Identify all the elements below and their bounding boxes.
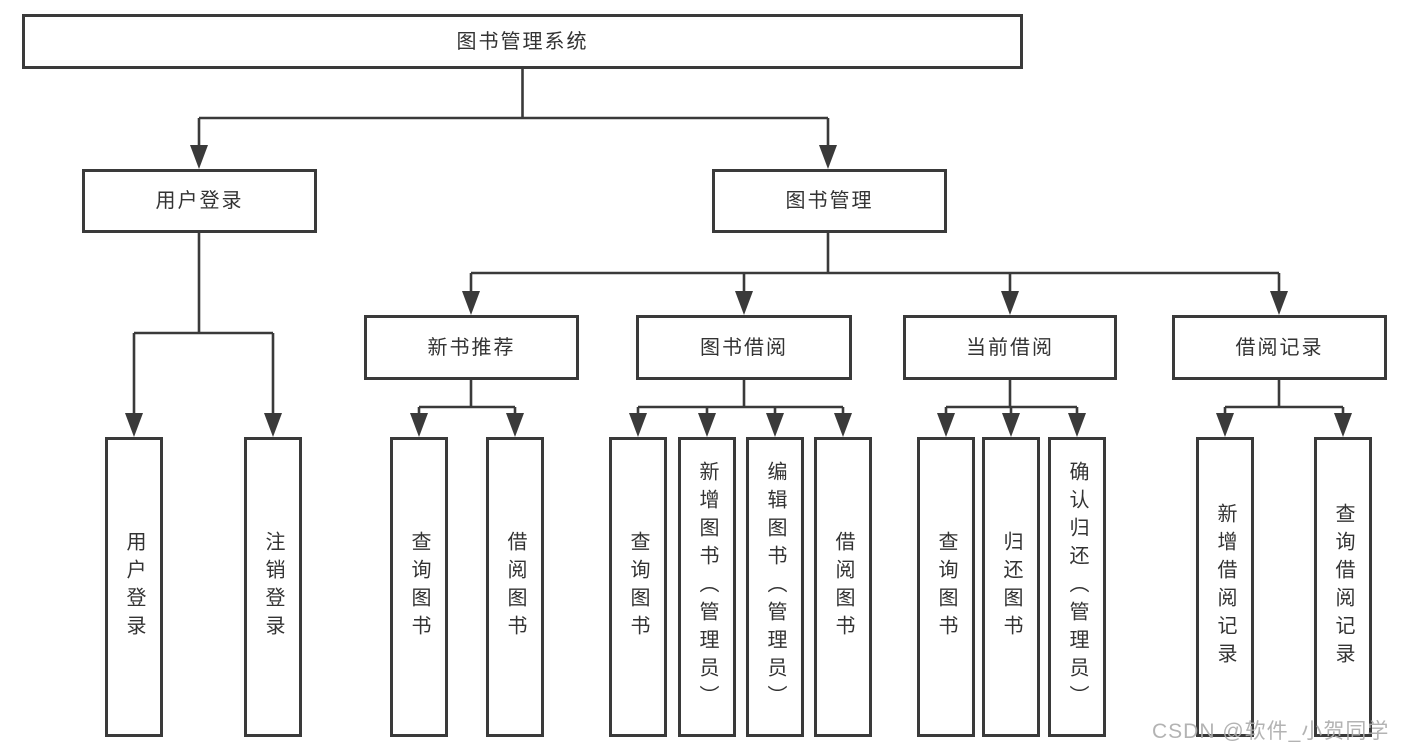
node-label: 查询图书 bbox=[408, 531, 430, 643]
node-label: 新书推荐 bbox=[427, 336, 516, 359]
node-label: 用户登录 bbox=[123, 531, 145, 643]
node-label: 归还图书 bbox=[1000, 531, 1022, 643]
diagram-node-return-books: 归还图书 bbox=[982, 437, 1040, 737]
diagram-node-confirm-return-admin: 确认归还（管理员） bbox=[1048, 437, 1106, 737]
node-label: 新增借阅记录 bbox=[1214, 503, 1236, 671]
node-label: 编辑图书（管理员） bbox=[764, 461, 786, 713]
node-label: 查询借阅记录 bbox=[1332, 503, 1354, 671]
diagram-node-user-login-leaf: 用户登录 bbox=[105, 437, 163, 737]
diagram-node-query-books-borrowing: 查询图书 bbox=[609, 437, 667, 737]
diagram-node-book-management: 图书管理 bbox=[712, 169, 947, 233]
node-label: 图书管理 bbox=[785, 190, 874, 212]
diagram-node-new-book-recommendation: 新书推荐 bbox=[364, 315, 579, 380]
diagram-node-query-books-recommend: 查询图书 bbox=[390, 437, 448, 737]
diagram-node-book-borrowing: 图书借阅 bbox=[636, 315, 852, 380]
diagram-node-current-borrowing: 当前借阅 bbox=[903, 315, 1117, 380]
node-label: 借阅图书 bbox=[504, 531, 526, 643]
node-label: 当前借阅 bbox=[966, 336, 1054, 359]
node-label: 图书借阅 bbox=[700, 336, 788, 359]
diagram-node-borrow-books-leaf: 借阅图书 bbox=[814, 437, 872, 737]
diagram-node-query-books-current: 查询图书 bbox=[917, 437, 975, 737]
watermark: CSDN @软件_小贺同学 bbox=[1152, 720, 1390, 743]
diagram-node-logout: 注销登录 bbox=[244, 437, 302, 737]
node-label: 查询图书 bbox=[627, 531, 649, 643]
node-label: 图书管理系统 bbox=[456, 30, 589, 53]
diagram-node-borrowing-records: 借阅记录 bbox=[1172, 315, 1387, 380]
diagram-node-user-login-module: 用户登录 bbox=[82, 169, 317, 233]
diagram-node-edit-books-admin: 编辑图书（管理员） bbox=[746, 437, 804, 737]
node-label: 借阅记录 bbox=[1235, 336, 1324, 359]
node-label: 确认归还（管理员） bbox=[1066, 461, 1088, 713]
diagram-node-query-borrow-record: 查询借阅记录 bbox=[1314, 437, 1372, 737]
node-label: 用户登录 bbox=[155, 190, 244, 212]
node-label: 注销登录 bbox=[262, 531, 284, 643]
diagram-node-add-books-admin: 新增图书（管理员） bbox=[678, 437, 736, 737]
node-label: 查询图书 bbox=[935, 531, 957, 643]
diagram-node-borrow-books-recommend: 借阅图书 bbox=[486, 437, 544, 737]
diagram-node-library-management-system: 图书管理系统 bbox=[22, 14, 1023, 69]
node-label: 借阅图书 bbox=[832, 531, 854, 643]
node-label: 新增图书（管理员） bbox=[696, 461, 718, 713]
diagram-node-add-borrow-record: 新增借阅记录 bbox=[1196, 437, 1254, 737]
